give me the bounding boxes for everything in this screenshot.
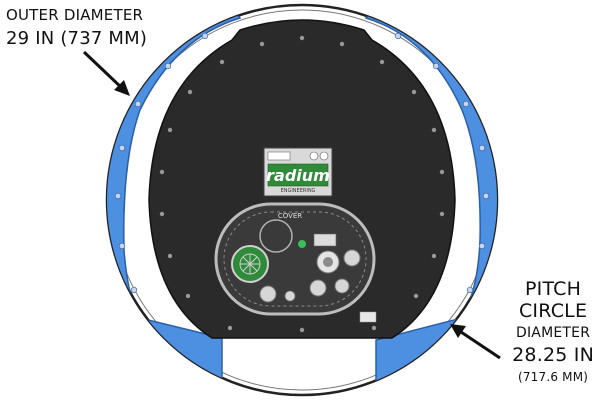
port-fitting-small (343, 249, 361, 267)
sender-ring (259, 219, 293, 253)
pitch-circle-arrow (450, 324, 501, 360)
port-fitting-large-center (323, 257, 333, 267)
flange-bolts (114, 32, 490, 294)
fitting-oval-bolt-ring (223, 211, 367, 307)
outer-diameter-value: 29 IN (737 MM) (6, 28, 148, 49)
data-tag (313, 233, 337, 247)
pitch-label-value-in: 28.25 IN (512, 344, 594, 366)
port-fitting-small (259, 285, 277, 303)
pitch-label-line3: DIAMETER (516, 325, 591, 341)
brand-logo-subtext: ENGINEERING (281, 188, 316, 194)
green-indicator (298, 240, 306, 248)
outer-diameter-title: OUTER DIAMETER (6, 6, 144, 24)
fitting-oval-frame (214, 202, 376, 316)
green-pump-cross-icon (240, 254, 260, 274)
port-fitting-tiny (284, 290, 296, 302)
logo-mark-icon (319, 151, 329, 161)
warning-sticker (359, 311, 377, 323)
brand-logo-text: radium (266, 166, 330, 185)
outer-diameter-arrow (82, 50, 130, 96)
logo-badge (267, 151, 291, 161)
logo-mark-icon (309, 151, 319, 161)
pitch-circle-diameter-label: PITCH CIRCLE DIAMETER 28.25 IN (717.6 MM… (512, 278, 594, 388)
cover-label: COVER (278, 212, 302, 220)
port-fitting-small (334, 278, 350, 294)
pitch-label-line2: CIRCLE (518, 300, 588, 322)
outer-diameter-label: OUTER DIAMETER 29 IN (737 MM) (6, 4, 147, 50)
plate-bolts (159, 35, 445, 333)
brand-logo-box (267, 163, 329, 187)
port-fitting-small (309, 279, 327, 297)
pitch-label-value-mm: (717.6 MM) (517, 370, 589, 384)
pitch-label-line1: PITCH (525, 278, 582, 300)
